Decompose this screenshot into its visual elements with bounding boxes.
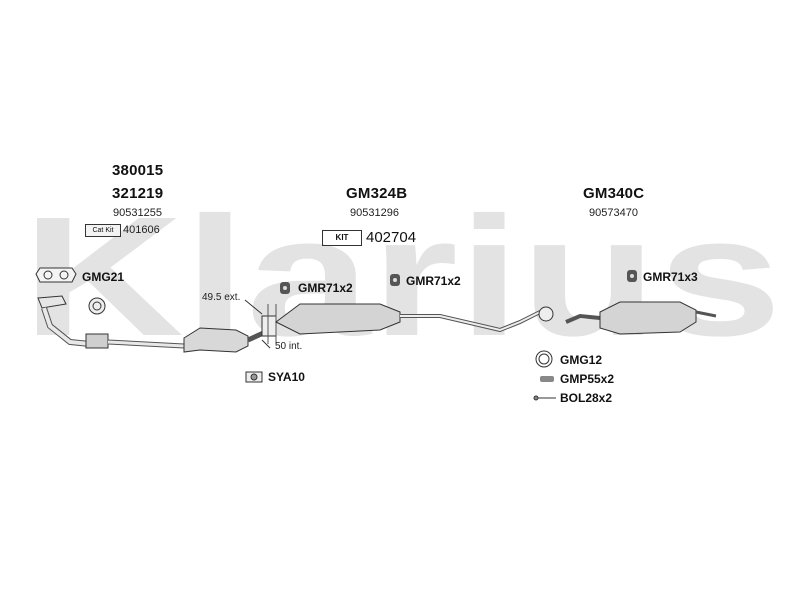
kit-badge: KIT (322, 230, 362, 246)
catalytic-converter-icon[interactable] (183, 327, 272, 353)
part-code-321219[interactable]: 321219 (112, 185, 164, 202)
watermark-text: Klarius (22, 182, 782, 372)
part-code-380015[interactable]: 380015 (112, 162, 164, 179)
center-silencer-icon[interactable] (275, 303, 541, 335)
oem-number-front: 90531255 (113, 207, 162, 219)
label-sya10[interactable]: SYA10 (268, 370, 305, 384)
part-code-gm340c[interactable]: GM340C (583, 185, 645, 202)
label-gmr-rear[interactable]: GMR71x3 (643, 270, 698, 284)
flange-icon[interactable] (244, 299, 277, 349)
oem-number-middle: 90531296 (350, 207, 399, 219)
bolt-icon-bol28[interactable] (533, 395, 556, 401)
label-ext-size: 49.5 ext. (202, 292, 241, 303)
mount-icon-sya10[interactable] (245, 371, 263, 383)
clamp-icon-gmp55[interactable] (540, 376, 554, 382)
catkit-code[interactable]: 401606 (123, 224, 160, 236)
label-int-size: 50 int. (275, 341, 303, 352)
label-gmr-center-b[interactable]: GMR71x2 (406, 274, 461, 288)
rubber-mount-icon-c[interactable] (627, 270, 637, 282)
kit-code[interactable]: 402704 (366, 229, 417, 246)
catkit-badge: Cat Kit (85, 224, 121, 237)
oem-number-rear: 90573470 (589, 207, 638, 219)
clamp-icon-front[interactable] (88, 297, 106, 315)
rubber-mount-icon-a[interactable] (280, 282, 290, 294)
mid-joint-icon[interactable] (538, 306, 554, 322)
label-gmp55[interactable]: GMP55x2 (560, 372, 615, 386)
label-gmg12[interactable]: GMG12 (560, 353, 603, 367)
label-gmg21[interactable]: GMG21 (82, 270, 125, 284)
label-gmr-center-a[interactable]: GMR71x2 (298, 281, 353, 295)
rear-silencer-icon[interactable] (565, 301, 717, 335)
gasket-icon-gmg21[interactable] (35, 267, 77, 283)
gasket-icon-gmg12[interactable] (535, 350, 553, 368)
label-bol28[interactable]: BOL28x2 (560, 391, 613, 405)
front-pipe-icon[interactable] (37, 295, 185, 349)
rubber-mount-icon-b[interactable] (390, 274, 400, 286)
part-code-gm324b[interactable]: GM324B (346, 185, 408, 202)
